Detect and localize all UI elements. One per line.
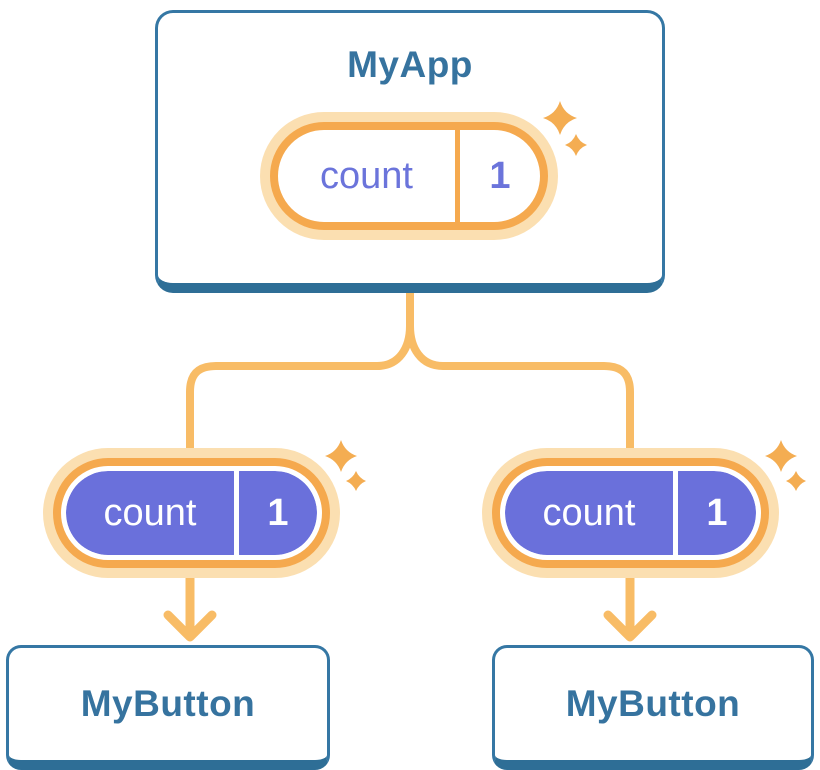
sparkle-icon	[325, 440, 357, 472]
sparkle-icon	[346, 471, 366, 491]
state-value: 1	[239, 471, 317, 555]
component-card-mybutton-right: MyButton	[492, 645, 814, 770]
state-pill-mybutton-right: count 1	[482, 448, 779, 578]
component-card-myapp: MyApp	[155, 10, 665, 293]
sparkle-icon	[765, 440, 797, 472]
state-pill-border: count 1	[53, 458, 330, 568]
state-value: 1	[489, 155, 511, 197]
pill-divider	[455, 130, 460, 222]
state-label: count	[66, 471, 234, 555]
sparkle-icon	[565, 134, 587, 156]
component-title: MyButton	[565, 682, 741, 724]
state-pill-border: count 1	[270, 122, 548, 230]
branch-line-right	[406, 286, 634, 456]
component-title: MyApp	[347, 44, 473, 85]
state-pill-mybutton-left: count 1	[43, 448, 340, 578]
component-card-mybutton-left: MyButton	[6, 645, 330, 770]
state-pill-border: count 1	[492, 458, 769, 568]
sparkle-icon	[786, 471, 806, 491]
state-label: count	[505, 471, 673, 555]
state-label: count	[320, 155, 413, 197]
sparkle-icon	[543, 101, 577, 135]
component-title: MyButton	[80, 682, 256, 724]
state-pill-myapp: count 1	[260, 112, 558, 240]
state-value: 1	[678, 471, 756, 555]
